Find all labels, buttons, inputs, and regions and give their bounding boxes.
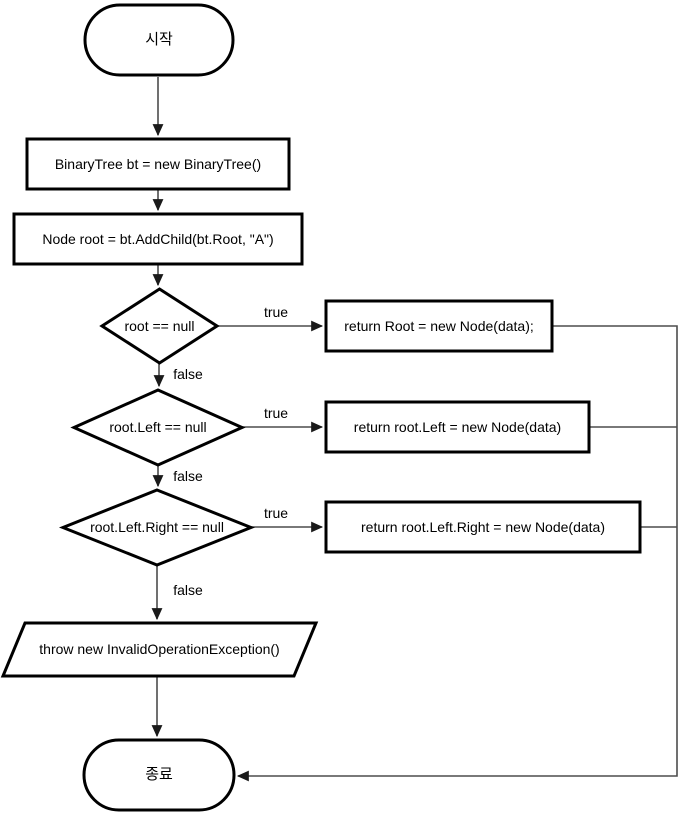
edges: [151, 77, 678, 782]
edge-merge-to-end: [236, 325, 678, 782]
start-terminator-shape: [83, 3, 235, 77]
shapes: [0, 3, 642, 812]
check-root-decision-shape: [99, 287, 220, 365]
throw-exception-io-shape: [0, 621, 319, 678]
check-left-decision-shape: [70, 388, 246, 467]
add-child-process-shape: [12, 212, 304, 266]
return-left-right-process-shape: [324, 500, 642, 554]
create-tree-process-shape: [25, 137, 291, 191]
end-terminator-shape: [82, 738, 236, 812]
return-root-process-shape: [324, 299, 554, 353]
return-left-process-shape: [324, 400, 591, 454]
check-left-right-decision-shape: [58, 488, 256, 567]
